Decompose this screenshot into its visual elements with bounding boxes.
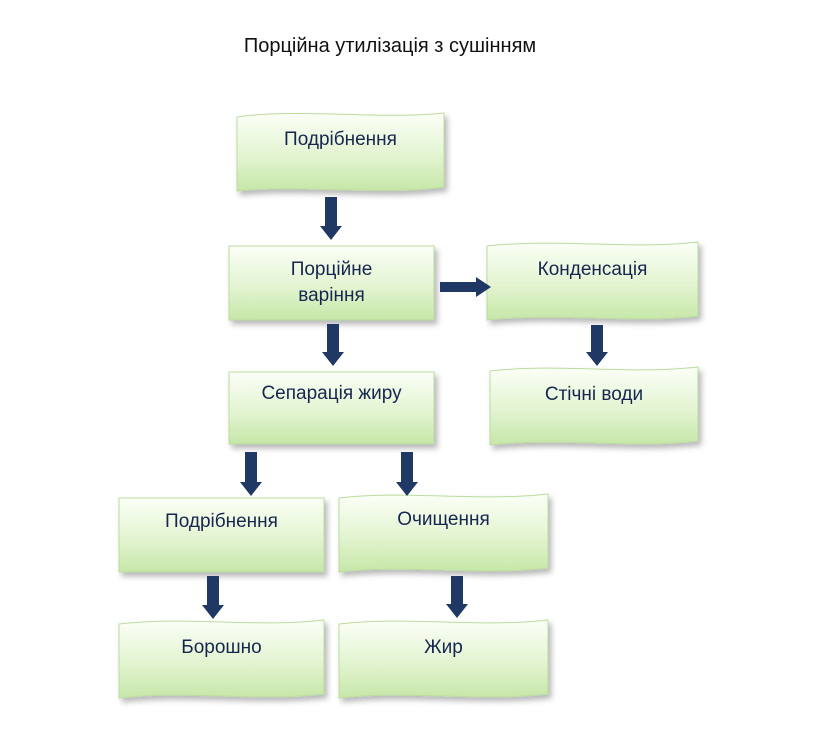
label-wastewater: Стічні води (544, 384, 644, 406)
label-crush-top: Подрібнення (284, 129, 397, 151)
label-batch-cooking-line2: варіння (298, 285, 365, 306)
arrow-crush-to-flour (202, 576, 224, 619)
box-condensation (486, 241, 699, 321)
label-fat: Жир (424, 637, 463, 659)
box-fat-separation (228, 371, 435, 445)
label-condensation: Конденсація (537, 259, 648, 281)
box-crush-top (236, 112, 445, 192)
diagram-title: Порційна утилізація з сушінням (243, 35, 537, 57)
label-flour: Борошно (181, 637, 262, 659)
arrow-crush-to-cooking (320, 197, 342, 240)
arrow-separation-to-crush (240, 452, 262, 496)
box-wastewater (489, 366, 699, 446)
arrow-cleaning-to-fat (446, 576, 468, 618)
label-batch-cooking-line1: Порційне (290, 259, 373, 281)
arrow-cooking-to-separation (322, 324, 344, 366)
label-fat-separation: Сепарація жиру (261, 383, 402, 405)
label-crush-bottom: Подрібнення (165, 511, 278, 533)
box-flour (118, 619, 325, 699)
box-crush-bottom (118, 497, 325, 573)
label-batch-cooking: Порційне варіння (229, 250, 434, 316)
box-fat (338, 619, 549, 699)
arrow-condensation-to-wastewater (586, 325, 608, 366)
box-batch-cooking (228, 245, 435, 321)
label-cleaning: Очищення (397, 509, 490, 531)
arrow-separation-to-cleaning (396, 452, 418, 496)
arrow-cooking-to-condensation (440, 277, 491, 297)
